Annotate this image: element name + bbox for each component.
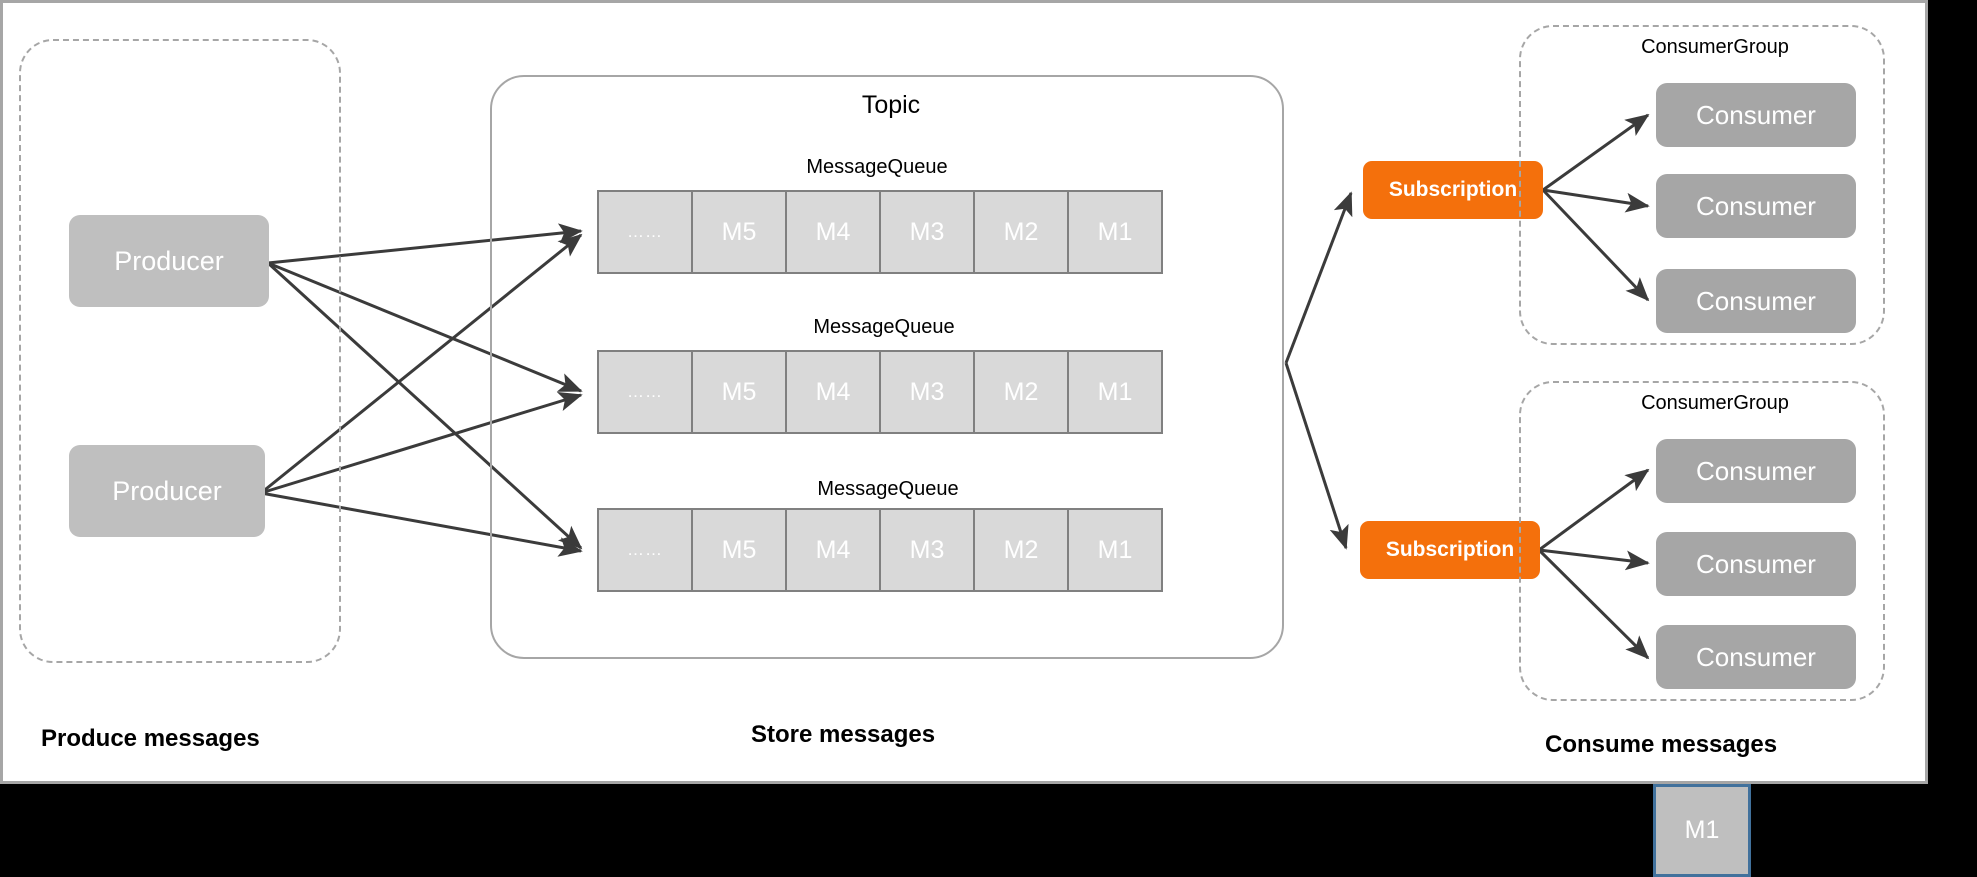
message-queue-label-3: MessageQueue xyxy=(817,478,959,500)
subscription-label: Subscription xyxy=(1385,538,1515,561)
producer-label: Producer xyxy=(114,245,224,276)
store-messages-label: Store messages xyxy=(751,721,936,748)
queue-cell[interactable]: M5 xyxy=(691,190,787,274)
message-queue-2: …… M5 M4 M3 M2 M1 xyxy=(597,350,1167,434)
producer-box-1[interactable]: Producer xyxy=(69,215,269,307)
queue-cell[interactable]: M3 xyxy=(879,190,975,274)
consumer-label: Consumer xyxy=(1696,455,1816,486)
subscription-label: Subscription xyxy=(1388,178,1518,201)
consumer-group-container-1 xyxy=(1519,25,1885,345)
producer-group-container xyxy=(19,39,341,663)
produce-messages-label: Produce messages xyxy=(41,725,260,752)
queue-cell[interactable]: M5 xyxy=(691,350,787,434)
consumer-label: Consumer xyxy=(1696,548,1816,579)
queue-cell[interactable]: …… xyxy=(597,508,693,592)
producer-box-2[interactable]: Producer xyxy=(69,445,265,537)
queue-cell[interactable]: M5 xyxy=(691,508,787,592)
consumer-label: Consumer xyxy=(1696,641,1816,672)
consumer-box-1-1[interactable]: Consumer xyxy=(1656,83,1856,147)
queue-cell[interactable]: M1 xyxy=(1067,190,1163,274)
queue-cell[interactable]: M3 xyxy=(879,350,975,434)
queue-cell[interactable]: M4 xyxy=(785,350,881,434)
consumer-box-2-2[interactable]: Consumer xyxy=(1656,532,1856,596)
message-queue-3: …… M5 M4 M3 M2 M1 xyxy=(597,508,1167,592)
queue-cell[interactable]: …… xyxy=(597,350,693,434)
consumer-group-label-1: ConsumerGroup xyxy=(1641,36,1789,58)
queue-cell[interactable]: M4 xyxy=(785,190,881,274)
queue-cell[interactable]: M2 xyxy=(973,350,1069,434)
queue-cell[interactable]: M1 xyxy=(1067,508,1163,592)
topic-container xyxy=(490,75,1284,659)
message-queue-1: …… M5 M4 M3 M2 M1 xyxy=(597,190,1167,274)
message-queue-label-2: MessageQueue xyxy=(813,316,955,338)
queue-cell[interactable]: M4 xyxy=(785,508,881,592)
consumer-group-container-2 xyxy=(1519,381,1885,701)
consumer-label: Consumer xyxy=(1696,285,1816,316)
topic-title: Topic xyxy=(861,91,921,119)
queue-cell[interactable]: M3 xyxy=(879,508,975,592)
consumer-box-1-2[interactable]: Consumer xyxy=(1656,174,1856,238)
dragged-message-tile[interactable]: M1 xyxy=(1653,784,1751,877)
consumer-box-2-1[interactable]: Consumer xyxy=(1656,439,1856,503)
dragged-message-label: M1 xyxy=(1684,816,1720,844)
consumer-group-label-2: ConsumerGroup xyxy=(1641,392,1789,414)
queue-cell[interactable]: M1 xyxy=(1067,350,1163,434)
producer-label: Producer xyxy=(112,475,222,506)
queue-cell[interactable]: …… xyxy=(597,190,693,274)
message-queue-label-1: MessageQueue xyxy=(806,156,948,178)
consumer-label: Consumer xyxy=(1696,99,1816,130)
consumer-label: Consumer xyxy=(1696,190,1816,221)
consumer-box-1-3[interactable]: Consumer xyxy=(1656,269,1856,333)
slide-canvas: Producer Producer Produce messages Topic… xyxy=(0,0,1928,784)
consume-messages-label: Consume messages xyxy=(1545,731,1778,758)
queue-cell[interactable]: M2 xyxy=(973,190,1069,274)
subscription-box-1[interactable]: Subscription xyxy=(1363,161,1543,219)
subscription-box-2[interactable]: Subscription xyxy=(1360,521,1540,579)
queue-cell[interactable]: M2 xyxy=(973,508,1069,592)
consumer-box-2-3[interactable]: Consumer xyxy=(1656,625,1856,689)
